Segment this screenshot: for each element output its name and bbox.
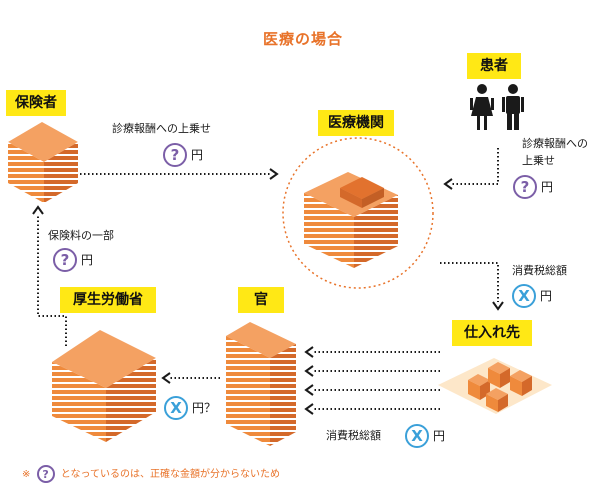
government-building-icon xyxy=(226,322,296,446)
medical-to-supplier-flow xyxy=(440,262,499,302)
arrowhead xyxy=(304,365,314,377)
yen-unit: 円 xyxy=(540,289,553,303)
yen-unit: 円 xyxy=(81,253,94,267)
yen-unit: 円 xyxy=(541,180,554,194)
x-badge-icon: X xyxy=(512,284,536,308)
medical-institution-label: 医療機関 xyxy=(318,110,394,136)
patient-to-medical-label-line1: 診療報酬への xyxy=(522,137,588,150)
yen-unit: 円？ xyxy=(192,401,217,415)
ministry-to-insurer-flow xyxy=(37,214,67,346)
arrowhead xyxy=(304,346,314,358)
arrowhead xyxy=(161,372,171,384)
patient-label: 患者 xyxy=(467,53,521,79)
arrowhead xyxy=(492,301,504,311)
yen-unit: 円 xyxy=(433,429,446,443)
arrowhead xyxy=(443,178,453,190)
patient-to-medical-flow xyxy=(450,148,499,185)
insurer-to-medical-label: 診療報酬への上乗せ xyxy=(112,122,211,135)
footnote-text: となっているのは、正確な金額が分からないため xyxy=(60,469,280,480)
footnote: ※ ? となっているのは、正確な金額が分からないため xyxy=(22,465,280,483)
question-badge-icon: ? xyxy=(163,143,187,167)
medical-circle xyxy=(282,137,434,289)
question-badge-icon: ? xyxy=(36,465,55,483)
yen-unit: 円 xyxy=(191,148,204,162)
ministry-to-insurer-label: 保険料の一部 xyxy=(48,229,114,242)
medical-building-icon xyxy=(304,172,398,268)
insurer-building-icon xyxy=(8,122,78,203)
medical-to-supplier-label: 消費税総額 xyxy=(512,264,567,277)
x-badge-icon: X xyxy=(164,396,188,420)
arrowhead xyxy=(269,168,279,180)
diagram-title: 医療の場合 xyxy=(262,30,343,48)
ministry-label: 厚生労働省 xyxy=(60,287,156,313)
patient-to-medical-label-line2: 上乗せ xyxy=(522,154,555,167)
patient-figures-icon xyxy=(470,84,524,130)
supplier-houses-icon xyxy=(438,358,552,414)
footnote-prefix: ※ xyxy=(22,469,31,480)
ministry-building-icon xyxy=(52,330,156,442)
government-label: 官 xyxy=(238,287,284,313)
supplier-label: 仕入れ先 xyxy=(452,320,532,346)
arrowhead xyxy=(304,384,314,396)
arrowhead xyxy=(32,205,44,215)
x-badge-icon: X xyxy=(405,424,429,448)
supplier-to-government-label: 消費税総額 xyxy=(326,429,381,442)
question-badge-icon: ? xyxy=(513,175,537,199)
arrowhead xyxy=(304,403,314,415)
insurer-label: 保険者 xyxy=(6,90,66,116)
question-badge-icon: ? xyxy=(53,248,77,272)
